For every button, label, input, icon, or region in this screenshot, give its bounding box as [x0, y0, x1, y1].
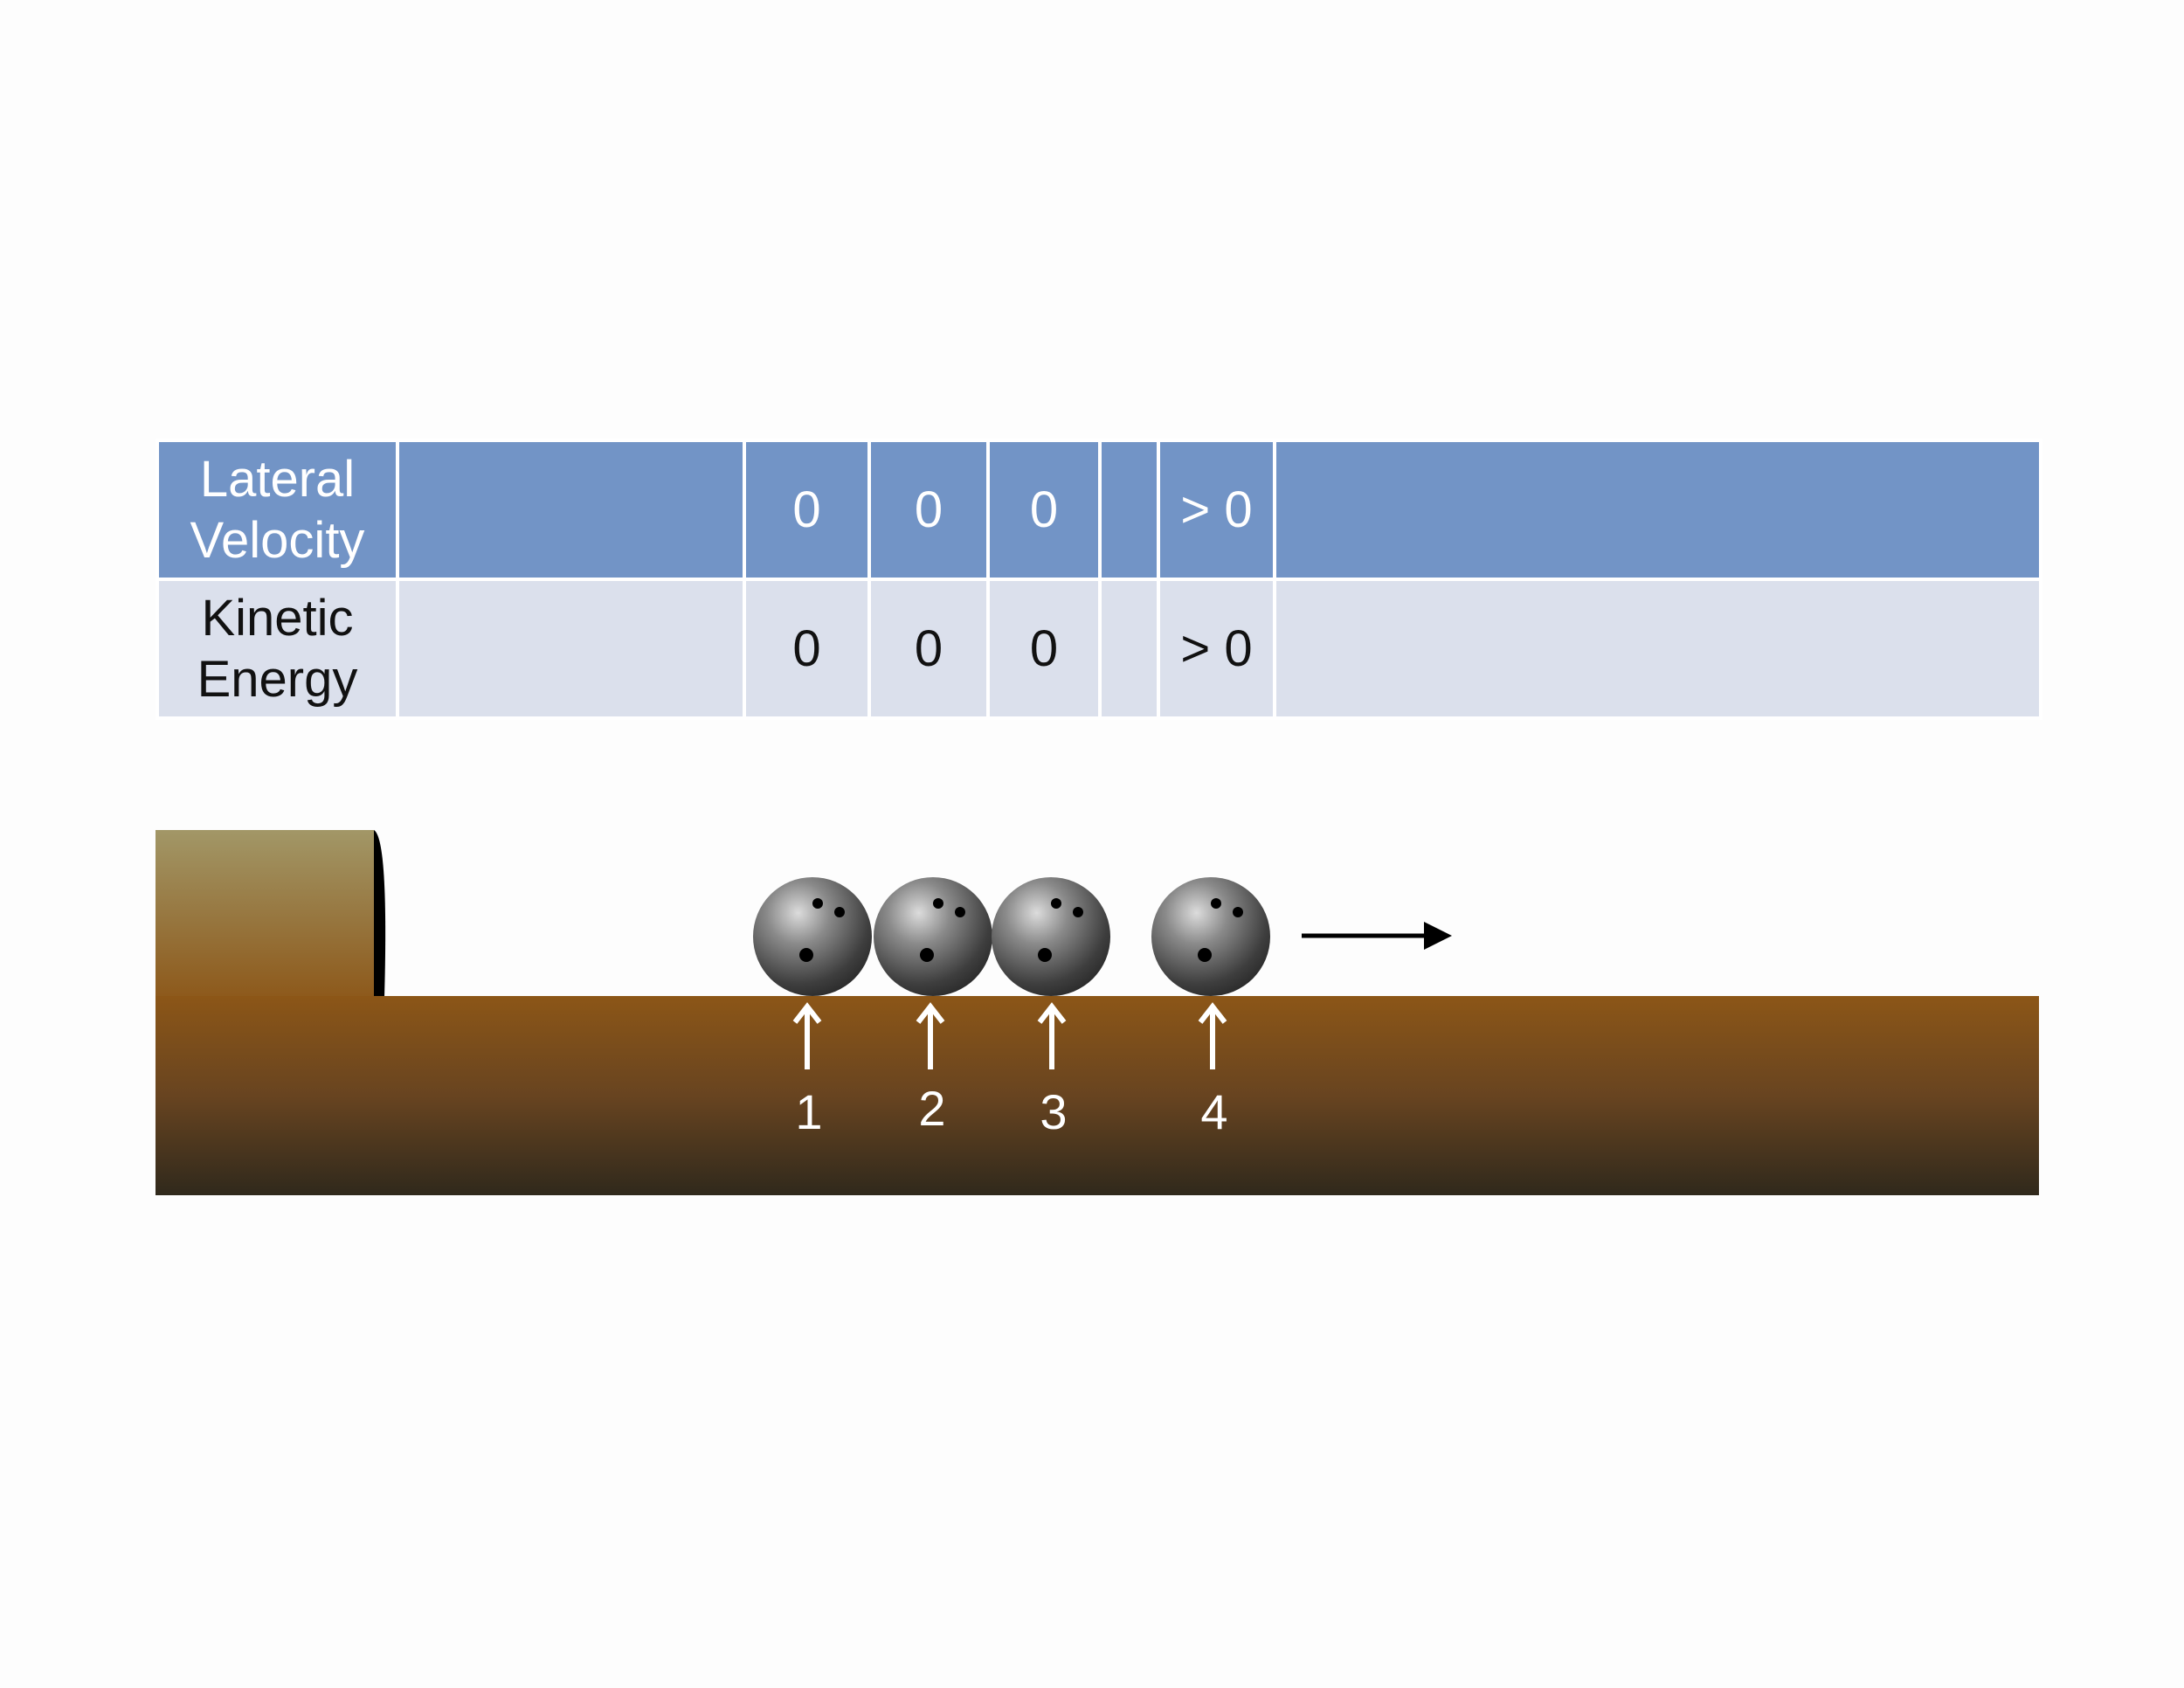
bowling-ball-1 [753, 877, 872, 996]
table-cell: 0 [986, 578, 1102, 720]
ball-label-2: 2 [918, 1081, 945, 1136]
table-cell: > 0 [1157, 439, 1276, 581]
bowling-ball-4 [1151, 877, 1270, 996]
table-cell: 0 [743, 439, 871, 581]
table-cell: 0 [867, 578, 990, 720]
table-cell: 0 [867, 439, 990, 581]
table-cell: 0 [743, 578, 871, 720]
ball-label-1: 1 [795, 1084, 822, 1139]
table-cell: 0 [986, 439, 1102, 581]
bowling-ball-2 [874, 877, 992, 996]
table-row-lateral-velocity: Lateral Velocity 0 0 0 > 0 [156, 439, 2042, 581]
table-cell: > 0 [1157, 578, 1276, 720]
data-table: Lateral Velocity 0 0 0 > 0 Kinetic Energ… [156, 439, 2042, 720]
ball-label-4: 4 [1200, 1084, 1227, 1139]
ball-label-3: 3 [1040, 1084, 1067, 1139]
block-shadow-edge [374, 830, 386, 998]
launch-block [156, 830, 374, 998]
table-cell [396, 439, 746, 581]
ground-track [156, 996, 2039, 1195]
table-cell [396, 578, 746, 720]
row-header-line: Velocity [190, 511, 365, 569]
row-header-line: Lateral [199, 450, 356, 508]
row-header-lateral-velocity: Lateral Velocity [156, 439, 399, 581]
table-cell [1273, 439, 2042, 581]
motion-arrow-icon [1302, 922, 1452, 950]
bowling-ball-3 [992, 877, 1110, 996]
table-cell [1273, 578, 2042, 720]
row-header-line: Energy [197, 650, 358, 708]
table-cell [1098, 578, 1160, 720]
table-row-kinetic-energy: Kinetic Energy 0 0 0 > 0 [156, 578, 2042, 720]
row-header-kinetic-energy: Kinetic Energy [156, 578, 399, 720]
row-header-line: Kinetic [201, 589, 354, 647]
table-cell [1098, 439, 1160, 581]
